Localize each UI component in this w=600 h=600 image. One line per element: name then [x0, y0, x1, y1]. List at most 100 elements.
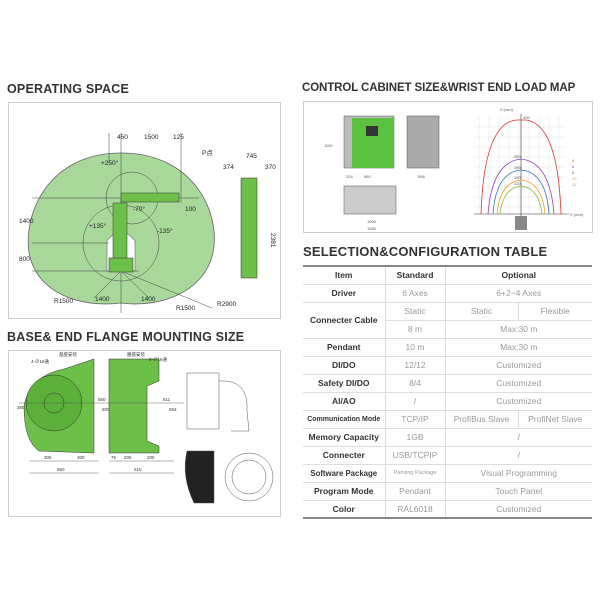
header-optional: Optional [444, 265, 592, 285]
load-label: 120 [514, 181, 521, 186]
dim-125: 125 [173, 134, 184, 141]
row-standard: Static [384, 302, 445, 321]
row-optional: Flexible [517, 302, 592, 321]
flange-side-view [186, 372, 250, 432]
load-peak: 400 [523, 115, 530, 120]
control-cabinet-diagram: 1100 204 560 598 1000 1108 Z (mm) 400 X … [303, 101, 593, 233]
flange-section [184, 450, 215, 504]
row-item: Connecter [303, 446, 385, 465]
base-mount-label: 基座安装 [59, 351, 77, 358]
load-label: 150 [514, 175, 521, 180]
row-standard: 10 m [384, 338, 445, 357]
row-optional: 6+2~4 Axes [444, 284, 592, 303]
control-cabinet-heading: CONTROL CABINET SIZE&WRIST END LOAD MAP [302, 82, 576, 94]
dim-1400: 1400 [19, 218, 34, 225]
dim-2381: 2381 [269, 233, 276, 248]
row-optional: ProfiNet Slave [517, 410, 592, 429]
row-standard: 8/4 [384, 374, 445, 393]
load-curve-10 [496, 179, 546, 215]
dim-450: 450 [117, 134, 128, 141]
row-item: AI/AO [303, 392, 385, 411]
row-item: Program Mode [303, 482, 385, 501]
row-optional: Customized [444, 500, 592, 519]
operating-space-heading: OPERATING SPACE [7, 82, 129, 96]
flange-front-view [224, 452, 274, 502]
row-optional: Customized [444, 356, 592, 375]
cabinet-w1: 204 [346, 174, 353, 179]
cabinet-w5: 1108 [367, 226, 376, 231]
load-x-axis: X (mm) [570, 212, 584, 217]
robot-side-view [240, 177, 258, 279]
dim-374: 374 [223, 164, 234, 171]
dim-745: 745 [246, 153, 257, 160]
legend-item: 12 [572, 182, 577, 187]
load-curve-8 [492, 169, 550, 215]
row-standard: 8 m [384, 320, 445, 339]
angle-135m: -135° [157, 227, 173, 235]
load-curve-12 [499, 185, 543, 215]
row-item: DI/DO [303, 356, 385, 375]
radius-1500b: R1500 [176, 305, 196, 312]
load-legend: 4 6 8 10 12 [572, 158, 577, 187]
row-optional: Static [444, 302, 518, 321]
base-flange-heading: BASE& END FLANGE MOUNTING SIZE [7, 330, 245, 344]
base-flange-diagram: 4-∅18通 基座安装 腰座安装 8-∅18通 380 560 600 611 … [8, 350, 281, 517]
row-optional: / [444, 446, 592, 465]
load-y-axis: Z (mm) [500, 107, 514, 112]
radius-2900: R2900 [217, 301, 237, 308]
dim-510: 510 [134, 467, 142, 472]
dim-75: 75 [111, 455, 117, 460]
angle-250: +250° [101, 159, 119, 167]
dim-653: 653 [169, 407, 177, 412]
angle-70: -70° [133, 205, 145, 213]
cabinet-top [343, 185, 397, 215]
table-header-row: Item Standard Optional [303, 265, 592, 285]
row-item: Communication Mode [303, 410, 385, 429]
cabinet-w3: 598 [418, 174, 425, 179]
legend-item: 6 [572, 164, 575, 169]
dim-600: 600 [102, 407, 110, 412]
dim-380: 380 [17, 405, 25, 410]
row-item: Color [303, 500, 385, 519]
row-standard: 12/12 [384, 356, 445, 375]
waist-mount-label: 腰座安装 [127, 351, 145, 358]
header-standard: Standard [384, 265, 445, 285]
row-optional: Customized [444, 374, 592, 393]
dim-1500: 1500 [144, 134, 159, 141]
base-holes-label: 4-∅18通 [31, 358, 50, 365]
cabinet-w2: 560 [364, 174, 371, 179]
row-item: Software Package [303, 464, 385, 483]
point-p-label: P点 [202, 149, 213, 157]
load-curve-6 [487, 158, 555, 215]
row-optional: Visual Programming [444, 464, 592, 483]
row-standard: USB/TCPIP [384, 446, 445, 465]
row-standard: 1GB [384, 428, 445, 447]
angle-135p: +135° [89, 222, 107, 230]
load-curve-4 [480, 119, 562, 215]
operating-space-diagram: 450 1500 125 P点 +250° -70° +135° -135° 1… [8, 102, 281, 319]
row-standard: / [384, 392, 445, 411]
waist-view [108, 358, 160, 454]
robot-base [108, 257, 134, 273]
row-item: Driver [303, 284, 385, 303]
legend-item: 4 [572, 158, 575, 163]
row-standard: TCP/IP [384, 410, 445, 429]
dim-560: 560 [98, 397, 106, 402]
dim-1400c: 1400 [141, 296, 156, 303]
row-optional: / [444, 428, 592, 447]
dim-300b: 300 [77, 455, 85, 460]
robot-arm-lower [112, 202, 128, 264]
robot-arm-upper [120, 192, 180, 203]
row-standard: 6 Axes [384, 284, 445, 303]
load-label: 250 [514, 154, 521, 159]
row-optional: ProfiBus Slave [444, 410, 518, 429]
dim-200b: 200 [147, 455, 155, 460]
